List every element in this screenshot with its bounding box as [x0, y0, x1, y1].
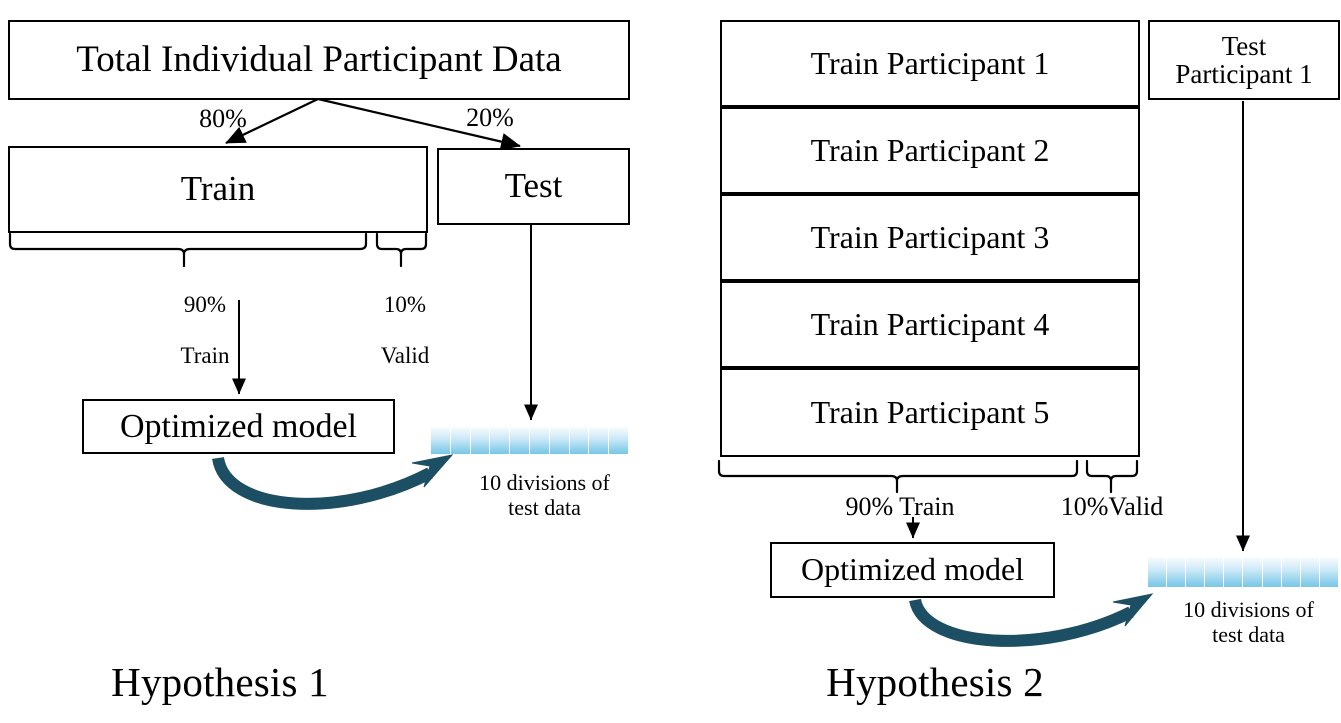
division-segment: [450, 426, 470, 454]
train-participant-box-1: Train Participant 1: [720, 20, 1140, 107]
train-participant-box-5: Train Participant 5: [720, 368, 1140, 457]
brace-90-pct: 90%: [183, 291, 227, 317]
brace-label-90-train-right: 90% Train: [845, 492, 955, 521]
division-segment: [529, 426, 549, 454]
train-participant-label-4: Train Participant 4: [810, 305, 1050, 342]
brace-valid-left: [375, 232, 428, 268]
curved-arrow-right: [909, 593, 1154, 647]
optimized-model-label-left: Optimized model: [119, 407, 357, 445]
train-participant-box-2: Train Participant 2: [720, 107, 1140, 194]
division-segment: [589, 426, 609, 454]
optimized-model-label-right: Optimized model: [800, 551, 1025, 588]
train-participant-label-2: Train Participant 2: [810, 131, 1050, 168]
division-segment: [1148, 556, 1167, 587]
optimized-model-box-left: Optimized model: [82, 399, 395, 454]
division-segment: [1319, 556, 1338, 587]
train-participant-label-5: Train Participant 5: [810, 393, 1050, 430]
division-segment: [1262, 556, 1281, 587]
brace-label-90-train: 90% Train: [150, 266, 260, 395]
division-segment: [1300, 556, 1319, 587]
brace-train-right: [717, 459, 1079, 494]
division-segment: [470, 426, 490, 454]
split-label-80: 80%: [199, 104, 247, 133]
test-divisions-bar-right: [1148, 556, 1338, 587]
brace-10-word: Valid: [380, 343, 430, 369]
brace-label-10-valid-right: 10%Valid: [1060, 492, 1164, 521]
test-divisions-bar-left: [431, 426, 628, 454]
train-participant-label-3: Train Participant 3: [810, 218, 1050, 255]
test-participant-label: Test Participant 1: [1175, 30, 1313, 89]
total-participant-data-label: Total Individual Participant Data: [76, 38, 562, 80]
total-participant-data-box: Total Individual Participant Data: [8, 20, 630, 100]
brace-90-word: Train: [180, 343, 230, 369]
division-segment: [1224, 556, 1243, 587]
train-box-label: Train: [180, 169, 256, 209]
train-box: Train: [8, 146, 428, 233]
division-segment: [1243, 556, 1262, 587]
division-segment: [490, 426, 510, 454]
division-segment: [1186, 556, 1205, 587]
division-segment: [569, 426, 589, 454]
test-box-label: Test: [504, 166, 563, 206]
train-participant-label-1: Train Participant 1: [810, 44, 1050, 81]
split-label-20: 20%: [466, 103, 514, 132]
test-box: Test: [437, 148, 630, 225]
division-segment: [549, 426, 569, 454]
brace-valid-right: [1085, 459, 1139, 494]
divisions-caption-right: 10 divisions of test data: [1183, 597, 1314, 647]
curved-arrow-left: [212, 454, 454, 510]
test-participant-box: Test Participant 1: [1148, 20, 1340, 100]
division-segment: [431, 426, 450, 454]
division-segment: [1167, 556, 1186, 587]
optimized-model-box-right: Optimized model: [770, 542, 1055, 598]
brace-label-10-valid: 10% Valid: [355, 266, 455, 395]
division-segment: [1281, 556, 1300, 587]
brace-10-pct: 10%: [383, 291, 427, 317]
hypothesis-2-title: Hypothesis 2: [826, 659, 1044, 705]
train-participant-box-3: Train Participant 3: [720, 194, 1140, 281]
hypothesis-1-title: Hypothesis 1: [111, 659, 329, 705]
train-participant-box-4: Train Participant 4: [720, 281, 1140, 368]
division-segment: [1205, 556, 1224, 587]
divisions-caption-left: 10 divisions of test data: [479, 470, 610, 520]
brace-train-left: [8, 232, 368, 268]
division-segment: [510, 426, 529, 454]
division-segment: [609, 426, 628, 454]
